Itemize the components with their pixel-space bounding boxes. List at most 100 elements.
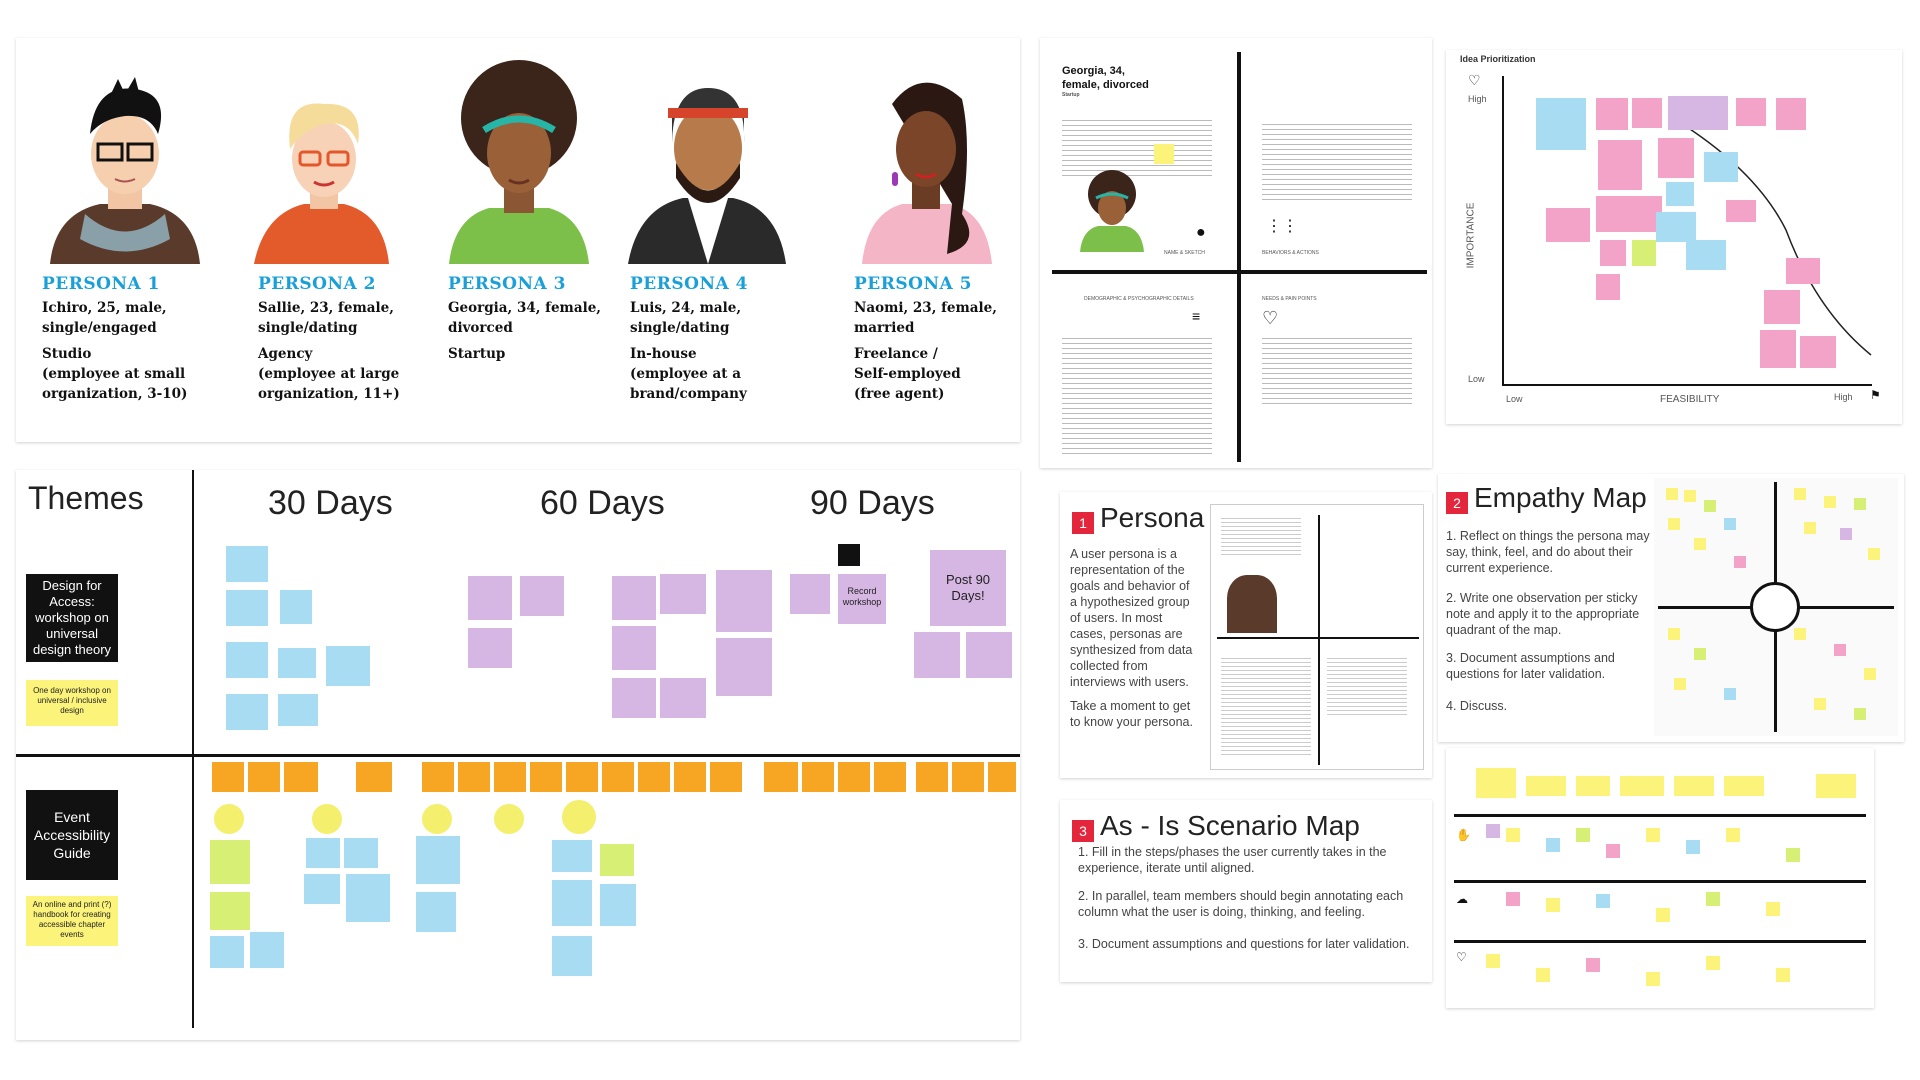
- idea-sticky-note: [1596, 274, 1620, 300]
- persona-5-line5: (free agent): [854, 386, 945, 402]
- avatar-persona-5: [852, 64, 1002, 264]
- task-sticky-note: [226, 642, 268, 678]
- persona-1-line2: single/engaged: [42, 320, 157, 336]
- task-sticky-note: [660, 574, 706, 614]
- task-sticky-note: [346, 874, 390, 922]
- x-axis-low: Low: [1506, 394, 1523, 404]
- task-sticky-note: [422, 762, 454, 792]
- task-sticky-note: [416, 836, 460, 884]
- idea-sticky-note: [1596, 196, 1632, 232]
- avatar-persona-3: [444, 58, 594, 264]
- row-divider: [16, 754, 1020, 757]
- scenario-step-1: 1. Fill in the steps/phases the user cur…: [1078, 845, 1387, 875]
- task-sticky-note: [306, 838, 340, 868]
- persona-4-line3: In-house: [630, 346, 697, 362]
- task-sticky-note: [838, 762, 870, 792]
- task-sticky-note: [468, 628, 512, 668]
- task-sticky-note: [716, 638, 772, 696]
- idea-sticky-note: [1536, 98, 1586, 150]
- idea-sticky-note: [1632, 98, 1662, 128]
- persona-1-title: PERSONA 1: [42, 274, 160, 294]
- persona-5-line2: married: [854, 320, 915, 336]
- themes-divider: [192, 470, 194, 1028]
- y-axis: [1502, 76, 1504, 386]
- task-sticky-note: [612, 626, 656, 670]
- task-sticky-note: [988, 762, 1016, 792]
- doing-icon: ✋: [1456, 828, 1471, 842]
- idea-sticky-note: [1776, 98, 1806, 130]
- empathy-map-title: Empathy Map: [1474, 482, 1647, 513]
- x-axis-label: FEASIBILITY: [1660, 394, 1720, 405]
- persona-panel: PERSONA 1 Ichiro, 25, male, single/engage…: [16, 38, 1020, 442]
- persona-2-line5: organization, 11+): [258, 386, 400, 402]
- persona-3-line3: Startup: [448, 346, 506, 362]
- task-sticky-note: [356, 762, 392, 792]
- task-sticky-note: [226, 590, 268, 626]
- task-sticky-note: [458, 762, 490, 792]
- task-sticky-note: [344, 838, 378, 868]
- georgia-bio-text: [1062, 116, 1212, 176]
- prioritization-title: Idea Prioritization: [1460, 54, 1536, 64]
- task-sticky-note: [416, 892, 456, 932]
- step-number-badge: 1: [1072, 511, 1094, 534]
- persona-5-line1: Naomi, 23, female,: [854, 300, 997, 316]
- persona-1-line1: Ichiro, 25, male,: [42, 300, 167, 316]
- category-dot: [562, 800, 596, 834]
- georgia-avatar: [1076, 168, 1148, 252]
- idea-sticky-note: [1704, 152, 1738, 182]
- persona-2-line4: (employee at large: [258, 366, 400, 382]
- persona-card-title: Persona: [1100, 502, 1205, 533]
- idea-prioritization-panel: Idea Prioritization ♡ High IMPORTANCE Lo…: [1446, 50, 1902, 424]
- task-sticky-note: [468, 576, 512, 620]
- idea-sticky-note: [1686, 240, 1726, 270]
- idea-sticky-note: [1760, 330, 1796, 368]
- idea-sticky-note: [1786, 258, 1820, 284]
- persona-1-line5: organization, 3-10): [42, 386, 188, 402]
- persona-template-thumbnail: [1210, 504, 1424, 770]
- idea-sticky-note: [1764, 290, 1800, 324]
- persona-4-avatar-thumb: [1227, 575, 1277, 633]
- post-90-days-note: Post 90 Days!: [930, 550, 1006, 626]
- feeling-icon: ♡: [1456, 950, 1467, 964]
- task-sticky-note: [612, 576, 656, 620]
- task-sticky-note: [600, 884, 636, 926]
- task-sticky-note: [566, 762, 598, 792]
- georgia-name: Georgia, 34,: [1062, 65, 1125, 77]
- task-sticky-note: [660, 678, 706, 718]
- persona-4-line1: Luis, 24, male,: [630, 300, 742, 316]
- idea-sticky-note: [1656, 212, 1696, 242]
- category-dot: [422, 804, 452, 834]
- avatar-persona-2: [254, 74, 394, 264]
- persona-5-line3: Freelance /: [854, 346, 938, 362]
- task-sticky-note: [764, 762, 798, 792]
- step-number-badge: 2: [1446, 491, 1468, 514]
- task-sticky-note: [210, 892, 250, 930]
- task-sticky-note: [874, 762, 906, 792]
- heading-60-days: 60 Days: [540, 484, 665, 522]
- black-marker: [838, 544, 860, 566]
- task-sticky-note: [552, 936, 592, 976]
- persona-4-line5: brand/company: [630, 386, 747, 402]
- georgia-role: Startup: [1062, 92, 1080, 98]
- persona-card-desc-2: Take a moment to get to know your person…: [1070, 699, 1193, 729]
- georgia-persona-canvas: Georgia, 34, female, divorced Startup ● …: [1040, 38, 1432, 468]
- category-dot: [494, 804, 524, 834]
- idea-sticky-note: [1726, 200, 1756, 222]
- avatar-persona-4: [628, 68, 788, 264]
- y-axis-low: Low: [1468, 374, 1485, 384]
- scenario-step-3: 3. Document assumptions and questions fo…: [1078, 937, 1410, 951]
- persona-2-line2: single/dating: [258, 320, 358, 336]
- scenario-map-board: ✋ ☁ ♡: [1446, 748, 1874, 1008]
- task-sticky-note: [210, 840, 250, 884]
- georgia-demographic-text: [1062, 334, 1212, 458]
- task-sticky-note: [326, 646, 370, 686]
- task-sticky-note: [304, 874, 340, 904]
- orange-task-row: [212, 762, 1016, 792]
- scenario-step-2: 2. In parallel, team members should begi…: [1078, 889, 1404, 919]
- y-axis-label: IMPORTANCE: [1465, 202, 1477, 269]
- idea-sticky-note: [1658, 138, 1694, 178]
- empathy-step-2: 2. Write one observation per sticky note…: [1446, 591, 1640, 637]
- georgia-name-2: female, divorced: [1062, 79, 1149, 91]
- theme-2-note: An online and print (?) handbook for cre…: [26, 896, 118, 946]
